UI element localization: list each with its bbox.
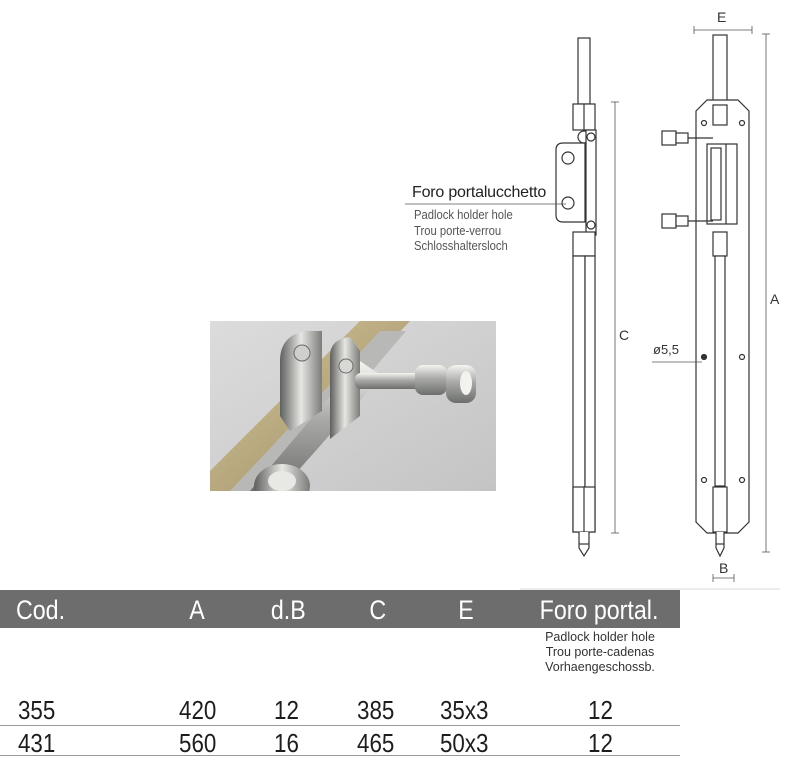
product-photo [210,321,496,491]
row-divider [0,725,680,726]
callout-line: Trou porte-verrou [414,223,502,238]
dimension-label-b: B [719,560,728,576]
dimension-label-e: E [717,9,726,25]
cell-a: 560 [179,728,217,758]
note-line: Vorhaengeschossb. [545,660,655,674]
hole-diameter-label: ø5,5 [653,342,679,357]
cell-code: 431 [18,728,56,758]
padlock-hole-note: Padlock holder hole Trou porte-cadenas V… [500,630,700,675]
dimension-label-c: C [619,327,629,343]
cell-a: 420 [179,695,217,725]
cell-c: 465 [357,728,395,758]
table-row: 355 420 12 385 35x3 12 [0,696,680,724]
cell-db: 16 [274,728,299,758]
column-header-c: C [369,595,387,625]
column-header-code: Cod. [16,595,66,625]
column-header-db: d.B [270,595,306,625]
front-view [661,34,750,558]
cell-c: 385 [357,695,395,725]
callout-line: Schlosshaltersloch [414,239,508,253]
column-header-a: A [189,595,205,625]
row-divider [0,755,680,756]
table-row: 431 560 16 465 50x3 12 [0,729,680,757]
column-header-e: E [458,595,474,625]
callout-subtitle-list: Padlock holder hole Trou porte-verrou Sc… [414,208,513,255]
cell-db: 12 [274,695,299,725]
callout-line: Padlock holder hole [414,208,513,222]
note-line: Trou porte-cadenas [545,645,655,659]
cell-code: 355 [18,695,56,725]
cell-padlock-hole: 12 [588,695,613,725]
callout-title: Foro portalucchetto [412,184,547,201]
cell-e: 35x3 [439,695,489,725]
table-header: Cod. A d.B C E Foro portal. [0,590,680,628]
column-header-padlock-hole: Foro portal. [539,595,659,625]
cell-padlock-hole: 12 [588,728,613,758]
side-view [555,37,597,558]
cell-e: 50x3 [439,728,489,758]
technical-drawing: E C A B ø5,5 [405,9,780,590]
dimension-label-a: A [770,291,780,307]
note-line: Padlock holder hole [545,630,655,644]
